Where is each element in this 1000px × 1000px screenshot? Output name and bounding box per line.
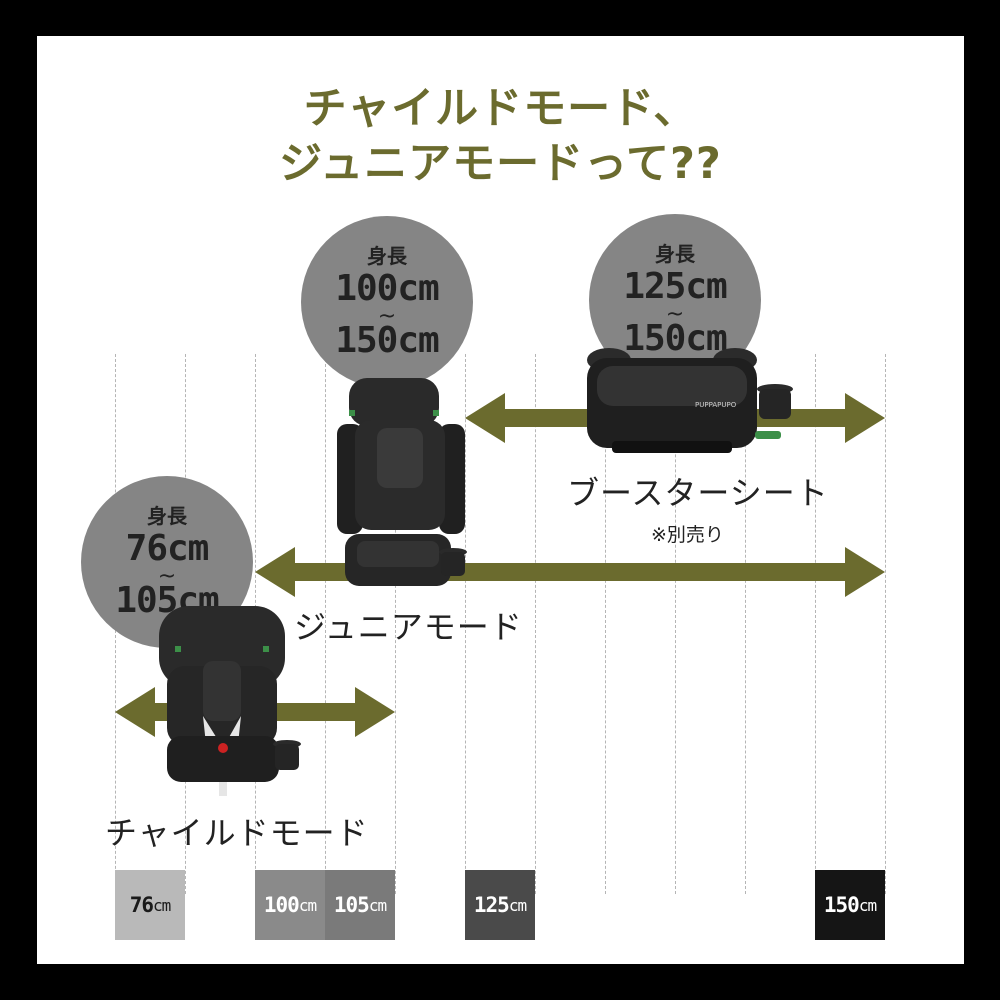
height-chip-unit: cm bbox=[298, 895, 317, 915]
illustration-layer bbox=[115, 348, 885, 796]
height-chip-unit: cm bbox=[858, 895, 877, 915]
height-chip-value: 150 bbox=[823, 893, 860, 917]
junior-height-range-circle: 身長 100cm ~ 150cm bbox=[301, 216, 473, 388]
guide-line bbox=[395, 354, 396, 894]
guide-line bbox=[815, 354, 816, 894]
junior-seat-image bbox=[337, 378, 467, 586]
range-separator: ~ bbox=[377, 304, 397, 329]
guide-line bbox=[535, 354, 536, 894]
seat-brand-text: PUPPAPUPO bbox=[695, 401, 737, 409]
guide-line bbox=[465, 354, 466, 894]
guide-line bbox=[885, 354, 886, 894]
child-mode-label: チャイルドモード bbox=[105, 814, 369, 852]
guide-line bbox=[605, 354, 606, 894]
range-from: 76cm bbox=[125, 528, 210, 569]
title-line-1: チャイルドモード、 bbox=[303, 84, 698, 134]
range-to: 150cm bbox=[335, 320, 439, 361]
infographic-panel: チャイルドモード、 ジュニアモードって?? 身長 100cm ~ 150cm 身… bbox=[37, 36, 964, 964]
sold-separately-note: ※別売り bbox=[651, 524, 724, 546]
height-chip-value: 76 bbox=[129, 893, 154, 917]
guide-line bbox=[325, 354, 326, 894]
height-label: 身長 bbox=[367, 244, 407, 268]
junior-range-arrow bbox=[255, 547, 885, 597]
title-line-2: ジュニアモードって?? bbox=[279, 139, 722, 189]
child-seat-image bbox=[159, 606, 301, 796]
range-from: 125cm bbox=[623, 266, 727, 307]
height-chip-unit: cm bbox=[153, 895, 171, 915]
height-chip-value: 125 bbox=[473, 893, 510, 917]
range-from: 100cm bbox=[335, 268, 439, 309]
booster-seat-image bbox=[587, 348, 793, 453]
height-chip-value: 105 bbox=[333, 893, 370, 917]
height-chip-value: 100 bbox=[263, 893, 300, 917]
guide-line bbox=[675, 354, 676, 894]
range-separator: ~ bbox=[665, 302, 685, 327]
height-chip-unit: cm bbox=[368, 895, 387, 915]
junior-mode-label: ジュニアモード bbox=[294, 608, 523, 646]
range-separator: ~ bbox=[157, 564, 177, 589]
guide-line bbox=[745, 354, 746, 894]
booster-seat-label: ブースターシート bbox=[567, 474, 829, 512]
height-label: 身長 bbox=[655, 242, 695, 266]
range-to: 150cm bbox=[623, 318, 727, 359]
height-label: 身長 bbox=[147, 504, 187, 528]
height-chip-unit: cm bbox=[508, 895, 527, 915]
